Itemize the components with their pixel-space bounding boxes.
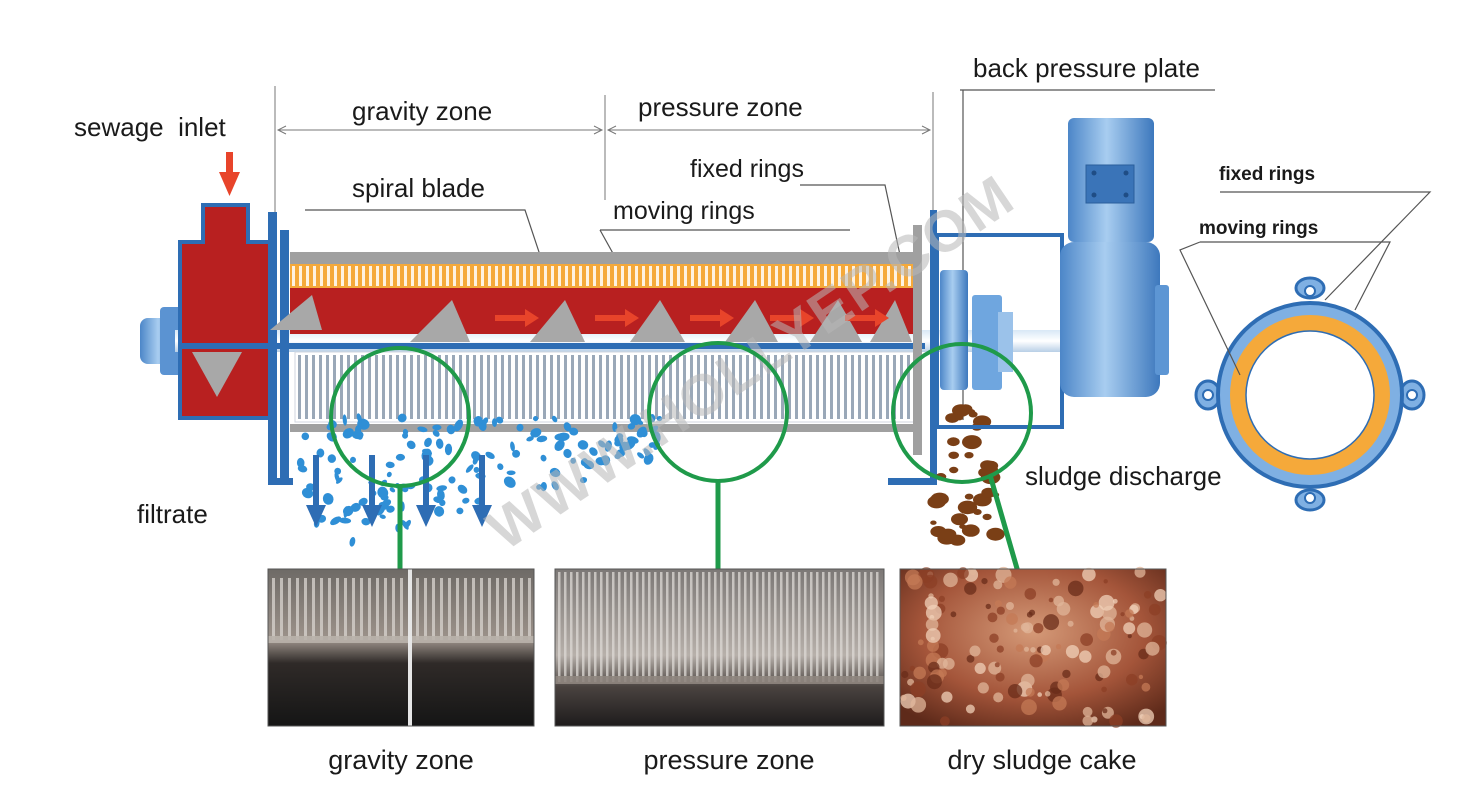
- caption-gravity-zone: gravity zone: [328, 745, 474, 775]
- label-ring-fixed-rings: fixed rings: [1219, 164, 1315, 185]
- label-moving-rings: moving rings: [613, 197, 755, 225]
- caption-dry-sludge-cake: dry sludge cake: [947, 745, 1136, 775]
- label-filtrate: filtrate: [137, 499, 208, 529]
- flow-arrow: [690, 309, 734, 327]
- inlet-arrow-icon: [219, 152, 240, 196]
- zoom-callouts: [329, 341, 1033, 573]
- label-sludge-discharge: sludge discharge: [1025, 461, 1222, 491]
- label-fixed-rings: fixed rings: [690, 155, 804, 183]
- photo-gravity-zone: [267, 568, 535, 727]
- flow-arrow: [770, 309, 814, 327]
- label-back-pressure-plate: back pressure plate: [973, 53, 1200, 83]
- ring-detail: [1179, 191, 1432, 512]
- zone-dimension-lines: [274, 86, 934, 212]
- sludge-flow-arrows: [495, 309, 889, 327]
- spiral-blades: [270, 295, 912, 342]
- flow-arrow: [495, 309, 539, 327]
- flow-arrow: [845, 309, 889, 327]
- photo-pressure-zone: [554, 568, 885, 727]
- caption-pressure-zone: pressure zone: [643, 745, 814, 775]
- label-gravity-zone: gravity zone: [352, 96, 492, 126]
- label-sewage-inlet: sewage inlet: [74, 112, 227, 142]
- flow-arrow: [595, 309, 639, 327]
- screw-drum: [180, 210, 937, 485]
- photo-dry-sludge-cake: [899, 566, 1167, 728]
- inlet-tank: [178, 203, 272, 420]
- label-ring-moving-rings: moving rings: [1199, 218, 1318, 239]
- fixed-rings-pattern: [292, 266, 911, 286]
- drive-motor: [1060, 118, 1169, 397]
- label-pressure-zone: pressure zone: [638, 92, 803, 122]
- label-spiral-blade: spiral blade: [352, 173, 485, 203]
- lower-rings-pattern: [298, 355, 910, 419]
